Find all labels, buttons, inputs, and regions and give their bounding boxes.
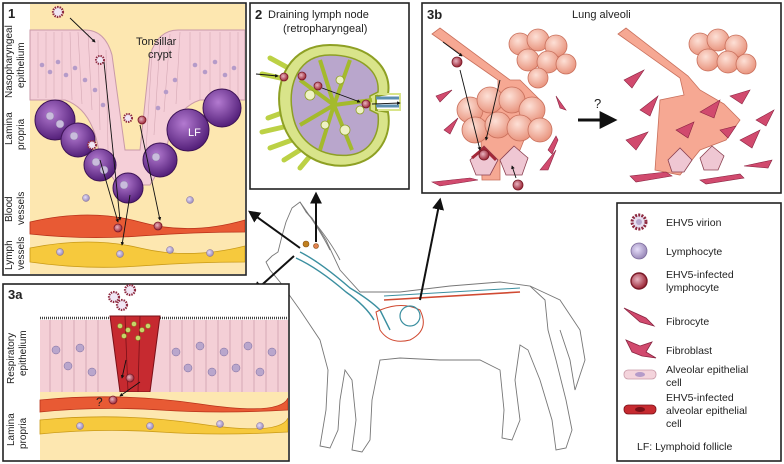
fibrotic-alveoli — [617, 27, 775, 185]
legend-lymphocyte-label: Lymphocyte — [666, 246, 722, 258]
legend-infected-alveolar-label-3: cell — [666, 418, 682, 430]
legend-infected-alveolar-label-1: EHV5-infected — [666, 392, 734, 404]
panel-3b-id: 3b — [427, 7, 442, 22]
legend-frame — [616, 202, 782, 462]
legend-infected-lymphocyte-label-1: EHV5-infected — [666, 269, 734, 281]
lymph-vessel — [29, 241, 245, 268]
lamina-propria-3a-label-2: propria — [18, 417, 29, 449]
respiratory-label-2: epithelium — [18, 330, 29, 376]
nasopharyngeal-label-1: Nasopharyngeal — [4, 25, 15, 98]
horse-outline — [265, 201, 573, 453]
epithelial-cells — [37, 31, 239, 151]
panel-2-subtitle: (retropharyngeal) — [283, 23, 367, 35]
vessel-lymphocytes — [56, 194, 214, 258]
panel-1: LF 1 — [2, 2, 247, 276]
panel-3a: 3a — [2, 283, 290, 462]
intranuclear-inclusions — [117, 321, 151, 341]
lamina-propria-label-1: Lamina — [4, 112, 15, 145]
infected-lymphocyte-3a — [125, 373, 135, 383]
panel-2-id: 2 — [255, 7, 262, 22]
legend-infected-lymphocyte-label-2: lymphocyte — [666, 282, 719, 294]
legend-fibrocyte-label: Fibrocyte — [666, 316, 709, 328]
panel-3b-question: ? — [594, 96, 601, 111]
respiratory-label-1: Respiratory — [6, 333, 17, 384]
lamina-propria-label-2: propria — [16, 118, 27, 150]
horse-tail — [529, 285, 586, 391]
legend-infected-lymphocyte-icon — [630, 272, 648, 290]
nasopharyngeal-label-2: epithelium — [16, 42, 27, 88]
legend-fibrocyte-icon — [623, 307, 656, 327]
legend-lymphocyte-icon — [630, 242, 648, 260]
virions-panel-3a — [107, 283, 137, 312]
infected-lymphocyte-3a — [108, 395, 118, 405]
lymph-node-drawing — [255, 43, 401, 171]
healthy-alveoli — [430, 27, 577, 191]
blood-vessel-3a — [39, 396, 288, 413]
panel-1-id: 1 — [8, 6, 15, 21]
epithelial-nuclei-3a — [51, 341, 277, 377]
horse-mane — [299, 201, 341, 261]
legend-virion-label: EHV5 virion — [666, 217, 722, 229]
lf-label: LF — [188, 127, 201, 139]
virions-panel-1 — [51, 5, 133, 150]
legend-fibroblast-icon — [625, 339, 657, 359]
blood-vessels-label-2: vessels — [16, 192, 27, 225]
respiratory-epithelium-layer — [40, 320, 288, 392]
legend-fibroblast-label: Fibroblast — [666, 345, 712, 357]
legend-alveolar-label-1: Alveolar epithelial — [666, 364, 748, 376]
lamina-propria-3a-label-1: Lamina — [6, 413, 17, 446]
panel-3b-title: Lung alveoli — [572, 9, 631, 21]
legend-footnote: LF: Lymphoid follicle — [637, 441, 732, 453]
legend-virion-icon — [630, 213, 648, 231]
blood-vessels-label-1: Blood — [4, 196, 15, 222]
pathway-arrows-panel-1 — [69, 17, 162, 246]
lymphoid-follicles — [34, 88, 242, 204]
tonsillar-crypt-label-1: Tonsillar — [136, 36, 177, 48]
ciliated-cells — [49, 320, 279, 392]
panel-3a-id: 3a — [8, 287, 23, 302]
blood-vessel — [29, 214, 245, 238]
legend-alveolar-cell-icon — [623, 369, 657, 380]
legend: EHV5 virion Lymphocyte EHV5-infected lym… — [616, 202, 782, 462]
legend-alveolar-label-2: cell — [666, 377, 682, 389]
panel-3a-question: ? — [96, 395, 103, 409]
panel-3b: 3b Lung alveoli — [421, 2, 782, 194]
legend-infected-alveolar-cell-icon — [623, 404, 657, 415]
lymph-vessel-3a — [39, 416, 288, 435]
panel-2: 2 Draining lymph node (retropharyngeal) — [249, 2, 410, 190]
lymph-vessels-label-1: Lymph — [4, 240, 15, 270]
lymph-vessels-label-2: vessels — [16, 237, 27, 270]
horse-anatomy — [295, 240, 521, 342]
horse-illustration — [265, 201, 586, 453]
connector-arrows — [248, 191, 445, 301]
infected-lymphocytes-panel-1 — [113, 115, 163, 233]
epithelial-nuclei — [39, 59, 237, 111]
vessel-lymphocytes-3a — [76, 420, 264, 430]
legend-infected-alveolar-label-2: alveolar epithelial — [666, 405, 747, 417]
panel-2-title: Draining lymph node — [268, 9, 369, 21]
tonsillar-crypt-label-2: crypt — [148, 49, 172, 61]
